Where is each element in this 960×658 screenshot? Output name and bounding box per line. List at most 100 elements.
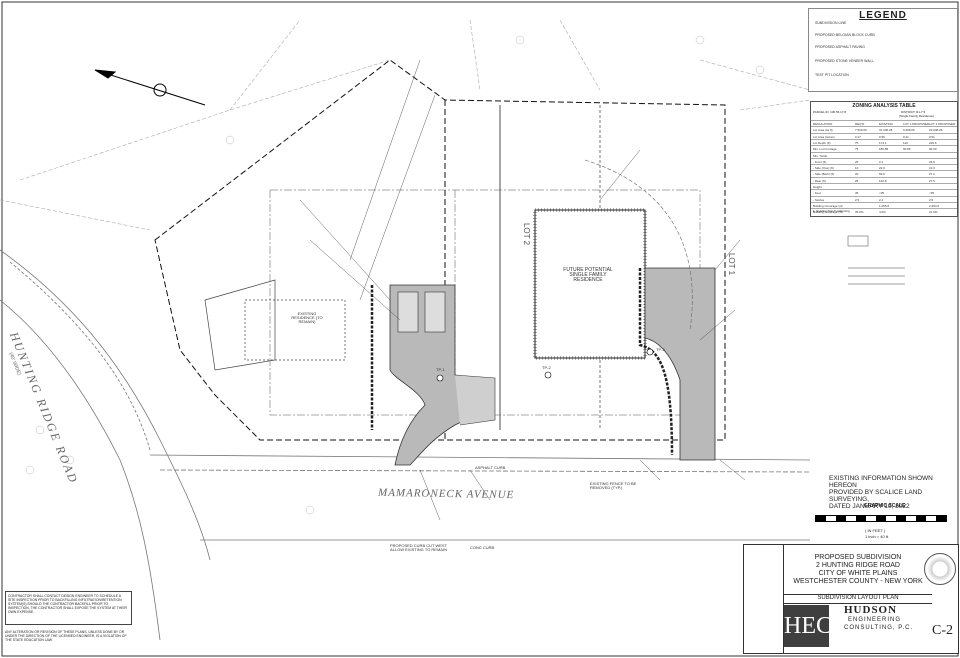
zoning-cell: 2.1: [879, 159, 884, 164]
zoning-cell: 75: [855, 140, 859, 145]
firm-consulting: CONSULTING, P.C.: [844, 625, 914, 631]
conc-curb-label: CONC CURB: [470, 545, 495, 550]
asphalt-curb-label: ASPHALT CURB: [475, 465, 506, 470]
test-pit-3: [646, 348, 654, 356]
graphic-scale-title: GRAPHIC SCALE: [864, 503, 906, 509]
zoning-cell: 229.6: [929, 140, 937, 145]
zoning-cell: Height: [813, 185, 822, 189]
neighbor-lot-lines: [0, 19, 811, 231]
lot-2-label: LOT 2: [522, 222, 532, 246]
zoning-cell: 22,048.23: [929, 128, 943, 133]
garage-left-2: [424, 291, 446, 333]
zoning-cell: LOT 2 PROPOSED: [929, 122, 956, 126]
zoning-cell: - Side (Both) (ft): [813, 172, 835, 177]
legend-item-belgian-curb: PROPOSED BELGIAN BLOCK CURB: [815, 33, 875, 37]
test-pit-2: [544, 371, 552, 379]
test-pits: [436, 348, 654, 382]
plan-title: SUBDIVISION LAYOUT PLAN: [784, 594, 932, 604]
title-block: PROPOSED SUBDIVISION 2 HUNTING RIDGE ROA…: [743, 544, 959, 654]
stockade-fence-arc: [584, 159, 693, 331]
street-name-mamaroneck: MAMARONECK AVENUE: [377, 486, 515, 502]
zoning-cell: 24.0: [929, 159, 935, 164]
zoning-cell: 21.0%: [929, 210, 938, 215]
tree-symbols: [25, 35, 765, 515]
legend-item-test-pit: TEST PIT LOCATION: [815, 73, 849, 77]
zoning-cell: 31,346.28: [879, 128, 893, 133]
zoning-cell: 22.9: [879, 166, 885, 171]
legend-item-subdivision-line: SUBDIVISION LINE: [815, 21, 847, 25]
zoning-cell: - Front (ft): [813, 159, 827, 164]
zoning-cell: 27.1: [929, 172, 935, 177]
zoning-cell: 7,500.00: [855, 128, 867, 133]
hec-logo: HEC: [784, 605, 832, 647]
zoning-cell: 10.0: [929, 166, 935, 171]
project-title: PROPOSED SUBDIVISION 2 HUNTING RIDGE ROA…: [793, 554, 923, 585]
zoning-cell: 90.00: [929, 147, 937, 152]
zoning-cell: Lot Depth (ft): [813, 140, 831, 145]
zoning-cell: - Feet: [813, 191, 821, 196]
future-residence: [534, 209, 646, 359]
zoning-cell: REQ'D: [855, 122, 865, 126]
zoning-cell: LOT 1 PROPOSED: [903, 122, 930, 126]
zoning-cell: 69.6: [879, 172, 885, 177]
zoning-cell: 2.5: [929, 197, 934, 202]
zoning-cell: Lot Area (Acres): [813, 134, 835, 139]
zoning-title: ZONING ANALYSIS TABLE: [852, 103, 916, 109]
zoning-row: Lot Area (sq ft) 7,500.00 31,346.28 9,298.0…: [811, 126, 957, 134]
stone-veneer-walls: [370, 268, 674, 456]
existing-residence-label: EXISTING RESIDENCE (TO REMAIN): [291, 311, 323, 324]
zoning-cell: 0.21: [903, 134, 909, 139]
zoning-cell: 0.51: [929, 134, 935, 139]
lot-1-label: LOT 1: [727, 252, 737, 276]
zoning-cell: 10: [855, 166, 859, 171]
garage-left-1: [397, 291, 419, 333]
zoning-cell: Building Coverage (%): [813, 210, 844, 215]
zoning-row: Building Coverage (%) 35.0% 4.0% 21.0%: [811, 208, 957, 216]
zoning-cell: 4.0%: [879, 210, 886, 215]
zoning-cell: 0.96: [879, 134, 885, 139]
contractor-note-box: CONTRACTOR SHALL CONTACT DESIGN ENGINEER…: [5, 591, 132, 625]
zoning-analysis-table: ZONING ANALYSIS TABLE PARCEL ID: 130.56.…: [810, 101, 958, 217]
sheet-number: C-2: [932, 623, 953, 638]
test-pit-1: [436, 374, 444, 382]
legend-item-asphalt: PROPOSED ASPHALT PAVING: [815, 45, 865, 49]
zoning-cell: 1,265.8: [879, 203, 890, 208]
curb-cut-label: PROPOSED CURB CUT WEST ALLOW EXISTING TO…: [390, 543, 447, 552]
zoning-footnote: 1. Existing Non-Conforming: [813, 209, 850, 213]
existing-fence-label: EXISTING FENCE TO BE REMOVED (TYP.): [590, 481, 637, 490]
zoning-cell: 27.5: [929, 178, 935, 183]
zoning-cell: Lot Area (sq ft): [813, 128, 833, 133]
zoning-cell: 2.1: [879, 197, 884, 202]
zoning-cell: - Rear (ft): [813, 178, 826, 183]
zoning-cell: Min. Yards: [813, 153, 828, 158]
north-arrow-icon: [94, 69, 206, 106]
engineer-seal-icon: [924, 553, 956, 585]
zoning-cell: 2.5: [855, 197, 860, 202]
zoning-cell: 35.0%: [855, 210, 864, 215]
zoning-district: DISTRICT: R1-7.5: [901, 110, 926, 114]
zoning-cell: 174.1: [879, 140, 887, 145]
zoning-cell: <35: [929, 191, 935, 196]
hunting-ridge-road: [0, 249, 211, 641]
zoning-cell: 2,364.6: [929, 203, 940, 208]
zoning-cell: 75: [855, 147, 859, 152]
zoning-parcel: PARCEL ID: 130.56.17.8: [813, 110, 847, 114]
proposed-driveway-right: [644, 267, 716, 461]
future-residence-label: FUTURE POTENTIAL SINGLE FAMILY RESIDENCE: [563, 267, 613, 283]
zoning-cell: - Stories: [813, 197, 825, 202]
zoning-cell: 9,298.05: [903, 128, 915, 133]
test-pit-1-label: TP-1: [436, 367, 445, 372]
firm-name: HUDSON: [844, 604, 898, 616]
